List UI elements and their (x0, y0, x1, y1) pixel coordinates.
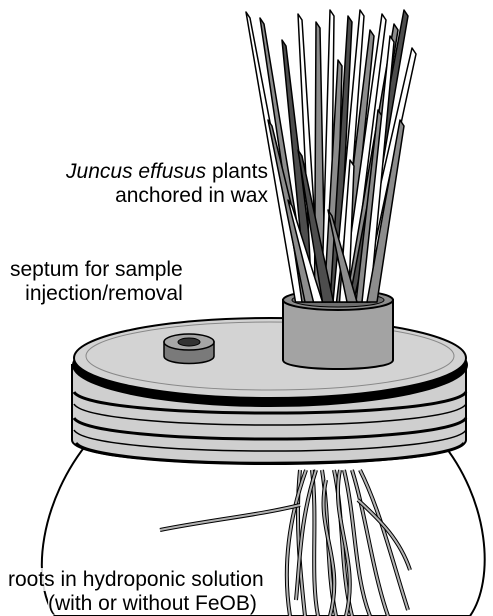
label-septum: septum for sample injection/removal (10, 258, 183, 306)
label-plants-species: Juncus effusus (66, 160, 206, 183)
septum (164, 334, 214, 364)
label-septum-line1: septum for sample (10, 258, 183, 281)
juncus-plants (246, 10, 416, 302)
label-septum-line2: injection/removal (10, 282, 183, 306)
label-plants-line2: anchored in wax (115, 184, 268, 207)
label-plants-line1: plants (206, 160, 268, 183)
jar-lid (72, 318, 468, 407)
label-roots-line1: roots in hydroponic solution (8, 568, 264, 591)
label-plants: Juncus effusus plants anchored in wax (66, 160, 268, 208)
label-roots-line2: (with or without FeOB) (48, 592, 257, 615)
label-roots: roots in hydroponic solution (with or wi… (8, 568, 264, 616)
